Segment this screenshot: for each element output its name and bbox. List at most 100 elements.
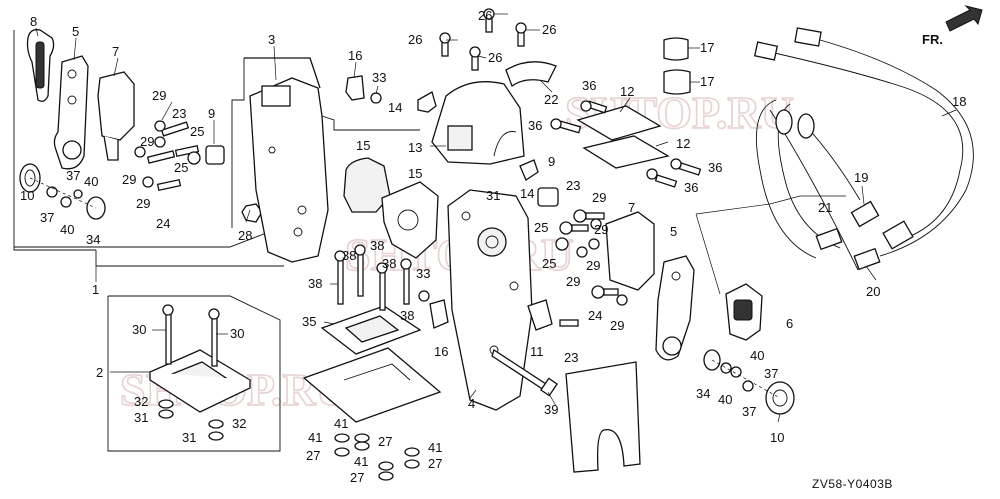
callout-30: 30 xyxy=(230,326,244,341)
callout-7: 7 xyxy=(628,200,635,215)
callout-37: 37 xyxy=(764,366,778,381)
callout-36: 36 xyxy=(708,160,722,175)
part-28-nut xyxy=(241,203,263,223)
part-17-bushing-b xyxy=(663,69,691,95)
callout-38: 38 xyxy=(382,256,396,271)
callout-37: 37 xyxy=(66,168,80,183)
front-direction-arrow: FR. xyxy=(922,5,983,47)
callout-4: 4 xyxy=(468,396,475,411)
template-sheet xyxy=(565,361,641,473)
callout-2: 2 xyxy=(96,365,103,380)
part-12-plate-top xyxy=(576,105,662,141)
gasket xyxy=(302,347,442,423)
callout-38: 38 xyxy=(370,238,384,253)
part-11-clip xyxy=(527,299,553,331)
callout-36: 36 xyxy=(684,180,698,195)
callout-11: 11 xyxy=(530,344,544,359)
callout-27: 27 xyxy=(428,456,442,471)
part-8-slot xyxy=(35,41,45,89)
callout-38: 38 xyxy=(342,248,356,263)
callout-31: 31 xyxy=(486,188,500,203)
part-15-plate xyxy=(381,181,439,259)
callout-25: 25 xyxy=(534,220,548,235)
callout-22: 22 xyxy=(544,92,558,107)
callout-5: 5 xyxy=(670,224,677,239)
callout-1: 1 xyxy=(92,282,99,297)
callout-29: 29 xyxy=(566,274,580,289)
screws-36 xyxy=(550,100,702,188)
part-15-seal-a xyxy=(343,157,391,213)
callout-8: 8 xyxy=(30,14,37,29)
callout-12: 12 xyxy=(676,136,690,151)
screws-26 xyxy=(439,8,527,71)
callout-9: 9 xyxy=(548,154,555,169)
part-18-harness xyxy=(753,27,974,271)
part-9-block-center xyxy=(537,187,559,207)
callout-10: 10 xyxy=(770,430,784,445)
diagram-code: ZV58-Y0403B xyxy=(812,477,893,491)
callout-9: 9 xyxy=(208,106,215,121)
callout-41: 41 xyxy=(354,454,368,469)
callout-18: 18 xyxy=(952,94,966,109)
callout-labels: 8 5 7 3 16 33 26 26 26 26 17 17 18 29 23… xyxy=(20,8,966,485)
callout-33: 33 xyxy=(416,266,430,281)
part-23-screw-center xyxy=(559,319,579,327)
part-12-plate-bottom xyxy=(582,135,670,169)
nuts-31-32 xyxy=(158,399,224,441)
part-3-housing xyxy=(249,77,329,263)
callout-41: 41 xyxy=(428,440,442,455)
callout-17: 17 xyxy=(700,74,714,89)
callout-5: 5 xyxy=(72,24,79,39)
part-5-arm-right xyxy=(655,255,695,361)
part-17-bushing-a xyxy=(663,37,689,61)
callout-31: 31 xyxy=(182,430,196,445)
part-33-nut-bottom xyxy=(418,290,430,302)
bolts-30 xyxy=(162,304,220,367)
callout-17: 17 xyxy=(700,40,714,55)
callout-29: 29 xyxy=(586,258,600,273)
part-7-cover-left xyxy=(97,71,135,141)
callout-39: 39 xyxy=(544,402,558,417)
bolts-38 xyxy=(334,244,412,311)
callout-37: 37 xyxy=(742,404,756,419)
group-outline xyxy=(13,30,284,452)
callout-29: 29 xyxy=(592,190,606,205)
part-16-clip-bottom xyxy=(429,299,449,329)
callout-15: 15 xyxy=(356,138,370,153)
callout-14: 14 xyxy=(520,186,534,201)
callout-40: 40 xyxy=(60,222,74,237)
callout-10: 10 xyxy=(20,188,34,203)
part-33-nut-top xyxy=(370,92,382,104)
bolts-left xyxy=(134,120,201,191)
callout-37: 37 xyxy=(40,210,54,225)
callout-38: 38 xyxy=(308,276,322,291)
leader-lines xyxy=(35,13,957,423)
callout-36: 36 xyxy=(582,78,596,93)
callout-6: 6 xyxy=(786,316,793,331)
callout-27: 27 xyxy=(378,434,392,449)
callout-40: 40 xyxy=(750,348,764,363)
callout-23: 23 xyxy=(564,350,578,365)
callout-27: 27 xyxy=(306,448,320,463)
part-4-boss xyxy=(477,227,507,257)
callout-25: 25 xyxy=(190,124,204,139)
callout-34: 34 xyxy=(86,232,100,247)
callout-16: 16 xyxy=(348,48,362,63)
callout-26: 26 xyxy=(408,32,422,47)
part-22-cap xyxy=(505,61,557,88)
callout-41: 41 xyxy=(334,416,348,431)
callout-35: 35 xyxy=(302,314,316,329)
callout-23: 23 xyxy=(172,106,186,121)
callout-34: 34 xyxy=(696,386,710,401)
callout-31: 31 xyxy=(134,410,148,425)
callout-26: 26 xyxy=(488,50,502,65)
callout-23: 23 xyxy=(566,178,580,193)
callout-24: 24 xyxy=(156,216,170,231)
callout-38: 38 xyxy=(400,308,414,323)
callout-15: 15 xyxy=(408,166,422,181)
part-14-clip-center xyxy=(519,159,539,181)
part-4-housing xyxy=(447,189,533,411)
callout-21: 21 xyxy=(818,200,832,215)
callout-27: 27 xyxy=(350,470,364,485)
